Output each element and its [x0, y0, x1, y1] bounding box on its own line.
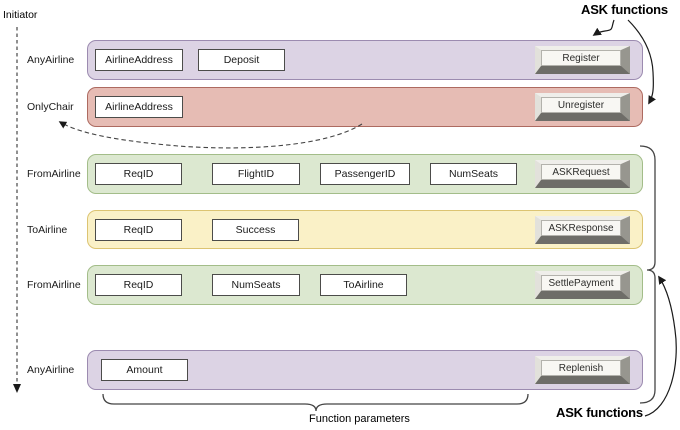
ask-functions-bottom-label: ASK functions [556, 405, 643, 420]
param-box: Deposit [198, 49, 285, 71]
param-box: AirlineAddress [95, 49, 183, 71]
param-box: AirlineAddress [95, 96, 183, 118]
askresponse-button: ASKResponse [535, 216, 630, 244]
function-parameters-label: Function parameters [309, 413, 410, 425]
settlepayment-button: SettlePayment [535, 271, 630, 299]
initiator-label: Initiator [3, 9, 38, 21]
row-label-fromairline-1: FromAirline [27, 168, 81, 180]
row-label-fromairline-2: FromAirline [27, 279, 81, 291]
row-label-toairline: ToAirline [27, 224, 68, 236]
param-box: ReqID [95, 163, 182, 185]
param-box: ToAirline [320, 274, 407, 296]
param-box: PassengerID [320, 163, 410, 185]
function-parameters-brace [102, 393, 529, 412]
param-box: Amount [101, 359, 188, 381]
ask-functions-top-label: ASK functions [581, 2, 668, 17]
replenish-button: Replenish [535, 356, 630, 384]
row-label-anyairline-1: AnyAirline [27, 54, 75, 66]
register-button: Register [535, 46, 630, 74]
param-box: NumSeats [430, 163, 517, 185]
param-box: NumSeats [212, 274, 300, 296]
param-box: Success [212, 219, 299, 241]
param-box: ReqID [95, 274, 182, 296]
param-box: ReqID [95, 219, 182, 241]
row-label-onlychair: OnlyChair [27, 101, 74, 113]
ask-top-to-register-arrow [592, 19, 615, 36]
initiator-arrowhead-icon [13, 384, 21, 393]
unregister-button: Unregister [535, 93, 630, 121]
ask-bottom-to-bracket-arrow [644, 275, 677, 417]
row-label-anyairline-2: AnyAirline [27, 364, 75, 376]
askrequest-button: ASKRequest [535, 160, 630, 188]
param-box: FlightID [212, 163, 300, 185]
